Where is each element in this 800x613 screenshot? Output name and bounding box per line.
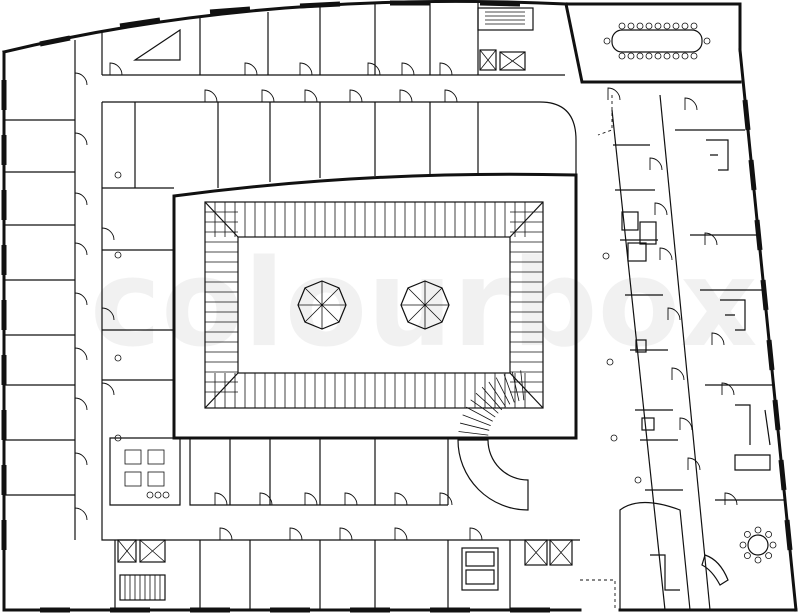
right-wing bbox=[597, 94, 785, 611]
bottom-offices bbox=[114, 539, 616, 610]
atrium-roof bbox=[204, 201, 544, 409]
inner-top-offices bbox=[102, 102, 479, 189]
door-swings bbox=[74, 62, 738, 541]
watermark-text: colourbox bbox=[90, 235, 758, 374]
inner-left-offices bbox=[102, 249, 174, 381]
spiral-stair bbox=[457, 370, 529, 511]
top-offices bbox=[101, 3, 565, 76]
left-wing-offices bbox=[4, 40, 76, 540]
parasol-left bbox=[297, 280, 347, 330]
parasol-right bbox=[400, 280, 450, 330]
courtyard-block bbox=[101, 101, 580, 541]
conference-table bbox=[603, 22, 711, 60]
bottom-inner-offices bbox=[109, 437, 449, 506]
structural-columns bbox=[114, 171, 642, 484]
